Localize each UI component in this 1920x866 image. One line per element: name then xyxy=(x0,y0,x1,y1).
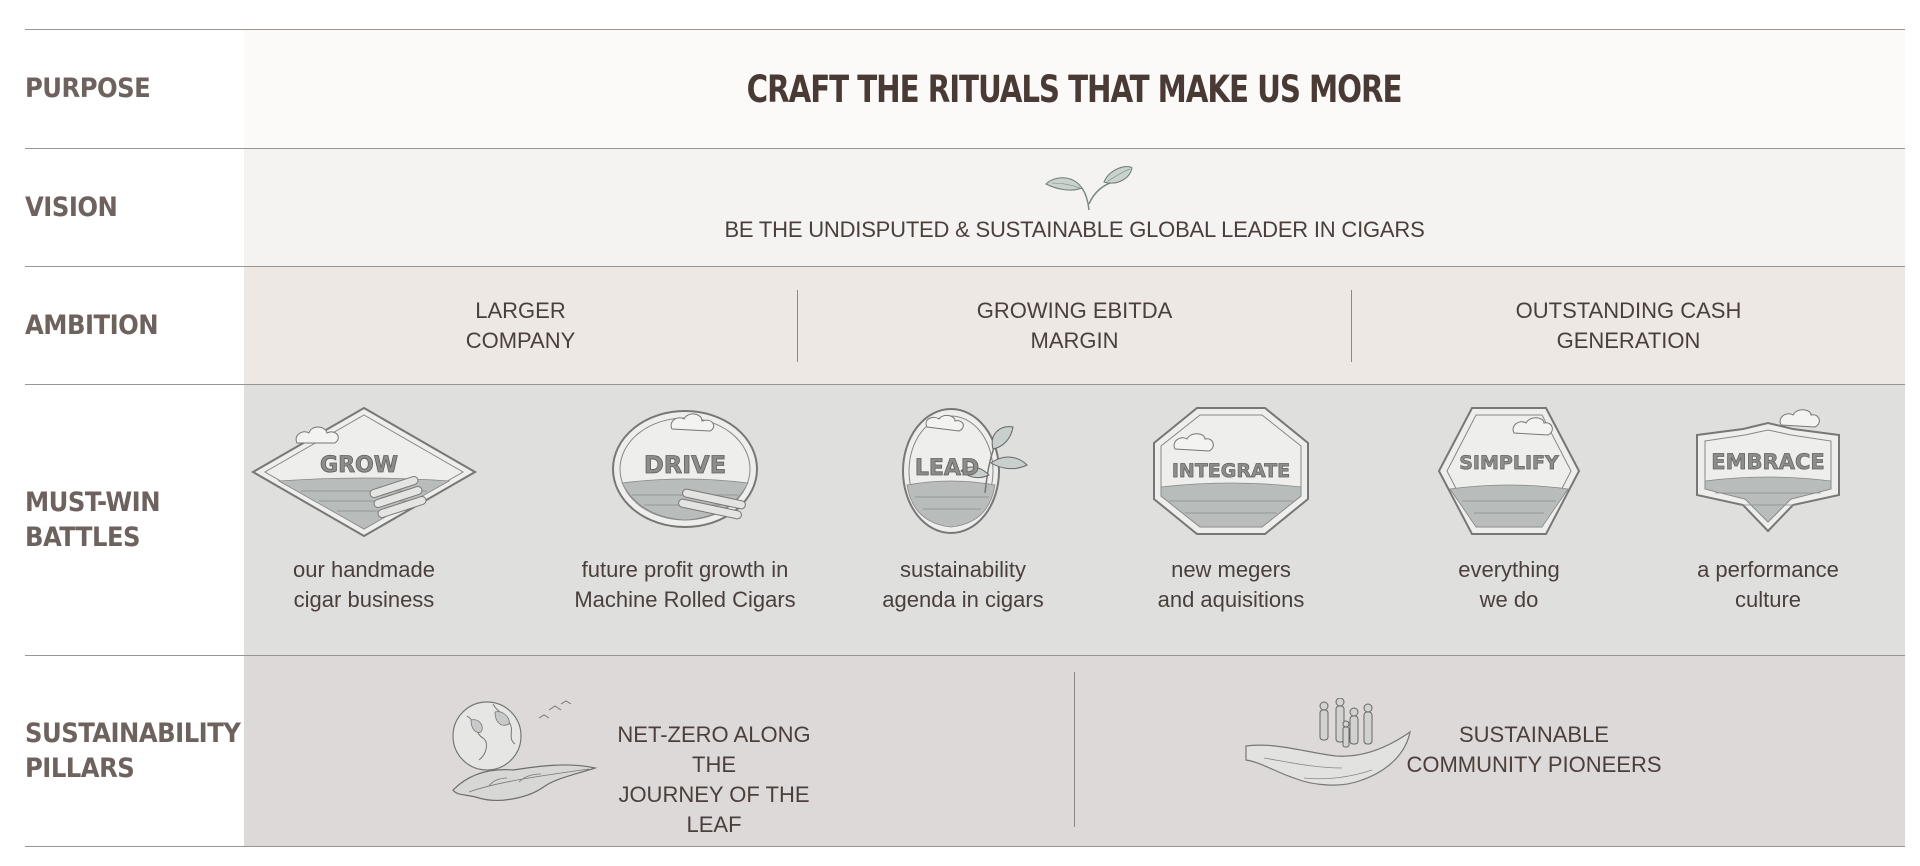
purpose-row: PURPOSE CRAFT THE RITUALS THAT MAKE US M… xyxy=(25,29,1905,148)
purpose-body: CRAFT THE RITUALS THAT MAKE US MORE xyxy=(244,30,1905,148)
ambition-line: OUTSTANDING CASH xyxy=(1515,297,1742,323)
pillars-label-line: SUSTAINABILITY xyxy=(25,717,241,749)
lead-badge-icon: LEAD xyxy=(902,408,1028,534)
battles-label-line: MUST-WIN xyxy=(25,486,161,518)
badge-text: EMBRACE xyxy=(1711,450,1824,474)
battle-line: cigar business xyxy=(293,587,435,612)
battle-line: Machine Rolled Cigars xyxy=(574,587,796,612)
pillars-label-line: PILLARS xyxy=(25,753,135,784)
battles-body: GROW our handmade cigar business xyxy=(244,385,1905,655)
embrace-badge-icon: EMBRACE xyxy=(1696,409,1840,533)
purpose-statement: CRAFT THE RITUALS THAT MAKE US MORE xyxy=(747,67,1403,111)
battle-line: culture xyxy=(1734,587,1802,612)
vision-statement: BE THE UNDISPUTED & SUSTAINABLE GLOBAL L… xyxy=(724,217,1425,242)
pillar-community: SUSTAINABLE COMMUNITY PIONEERS xyxy=(1399,720,1669,780)
battle-simplify: SIMPLIFY everything we do xyxy=(1384,385,1634,655)
ambition-line: COMPANY xyxy=(465,327,576,353)
ambition-item: GROWING EBITDA MARGIN xyxy=(798,296,1351,356)
badge-text: SIMPLIFY xyxy=(1459,452,1559,474)
battles-label: MUST-WIN BATTLES xyxy=(25,385,245,655)
pillars-row: SUSTAINABILITY PILLARS NET-ZERO ALONG TH… xyxy=(25,655,1905,847)
battle-description: future profit growth in Machine Rolled C… xyxy=(560,555,810,615)
hand-people-icon xyxy=(1245,698,1411,786)
battle-grow: GROW our handmade cigar business xyxy=(239,385,489,655)
pillar-line: NET-ZERO ALONG THE xyxy=(617,722,811,777)
simplify-badge-icon: SIMPLIFY xyxy=(1437,407,1581,535)
badge-text: LEAD xyxy=(915,456,979,481)
ambition-line: LARGER xyxy=(475,297,566,323)
ambition-line: MARGIN xyxy=(1030,327,1119,353)
battle-description: our handmade cigar business xyxy=(239,555,489,615)
ambition-label: AMBITION xyxy=(25,309,159,341)
battle-lead: LEAD sustainability agenda in cigars xyxy=(838,385,1088,655)
battle-line: and aquisitions xyxy=(1157,587,1305,612)
vision-label: VISION xyxy=(25,191,118,223)
pillars-body: NET-ZERO ALONG THE JOURNEY OF THE LEAF S… xyxy=(244,656,1905,846)
pillar-line: COMMUNITY PIONEERS xyxy=(1406,752,1662,777)
drive-badge-icon: DRIVE xyxy=(612,410,758,528)
vision-body: BE THE UNDISPUTED & SUSTAINABLE GLOBAL L… xyxy=(244,149,1905,266)
battle-drive: DRIVE future profit growth in Machine Ro… xyxy=(560,385,810,655)
battle-line: new megers xyxy=(1171,557,1291,582)
ambition-line: GENERATION xyxy=(1556,327,1701,353)
battles-label-line: BATTLES xyxy=(25,522,141,553)
strategy-framework: PURPOSE CRAFT THE RITUALS THAT MAKE US M… xyxy=(25,29,1905,847)
battle-line: sustainability xyxy=(900,557,1026,582)
battle-integrate: INTEGRATE new megers and aquisitions xyxy=(1106,385,1356,655)
ambition-body: LARGER COMPANY GROWING EBITDA MARGIN OUT… xyxy=(244,267,1905,384)
purpose-label: PURPOSE xyxy=(25,73,151,105)
ambition-item: OUTSTANDING CASH GENERATION xyxy=(1352,296,1905,356)
ambition-row: AMBITION LARGER COMPANY GROWING EBITDA M… xyxy=(25,266,1905,384)
battles-row: MUST-WIN BATTLES GROW xyxy=(25,384,1905,655)
pillars-label: SUSTAINABILITY PILLARS xyxy=(25,656,245,846)
battle-description: a performance culture xyxy=(1643,555,1893,615)
divider xyxy=(797,289,798,362)
badge-text: GROW xyxy=(320,453,398,478)
battle-line: everything xyxy=(1458,557,1560,582)
battle-embrace: EMBRACE a performance culture xyxy=(1643,385,1893,655)
divider xyxy=(1074,672,1075,827)
pillar-line: SUSTAINABLE xyxy=(1459,722,1609,747)
battle-description: new megers and aquisitions xyxy=(1106,555,1356,615)
battle-description: sustainability agenda in cigars xyxy=(838,555,1088,615)
vision-row: VISION BE THE UNDISPUTED & SUSTAINABLE G… xyxy=(25,148,1905,266)
badge-text: DRIVE xyxy=(644,451,726,479)
integrate-badge-icon: INTEGRATE xyxy=(1153,407,1309,535)
badge-text: INTEGRATE xyxy=(1172,460,1290,482)
globe-leaf-icon xyxy=(452,700,598,801)
battle-line: future profit growth in xyxy=(581,557,789,582)
ambition-line: GROWING EBITDA xyxy=(976,297,1173,323)
pillar-line: JOURNEY OF THE LEAF xyxy=(618,782,810,837)
grow-badge-icon: GROW xyxy=(250,406,478,538)
battle-line: agenda in cigars xyxy=(882,587,1044,612)
leaf-sprout-icon xyxy=(1045,166,1133,211)
battle-line: our handmade xyxy=(293,557,435,582)
ambition-item: LARGER COMPANY xyxy=(244,296,797,356)
divider xyxy=(1351,289,1352,362)
battle-line: a performance xyxy=(1697,557,1839,582)
battle-line: we do xyxy=(1479,587,1539,612)
battle-description: everything we do xyxy=(1384,555,1634,615)
pillar-netzero: NET-ZERO ALONG THE JOURNEY OF THE LEAF xyxy=(609,720,819,840)
